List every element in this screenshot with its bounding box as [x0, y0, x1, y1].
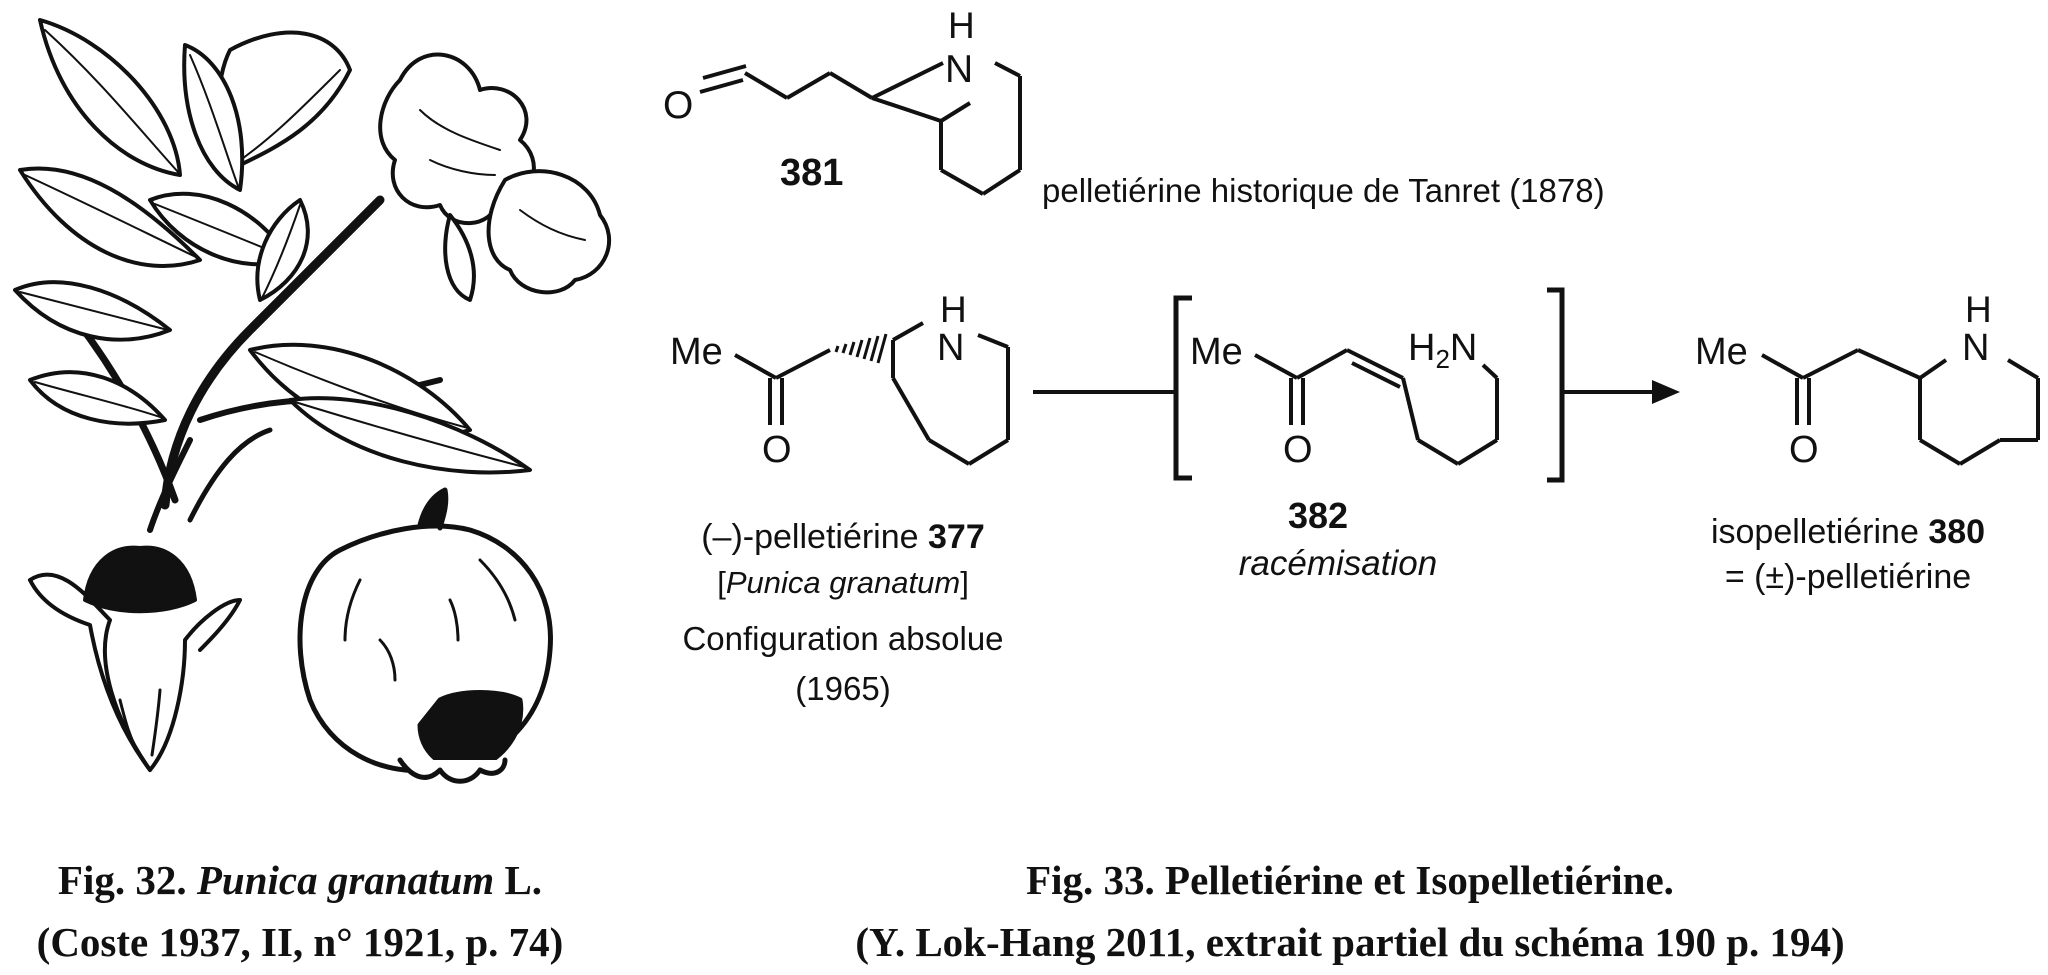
atom-me-382: Me — [1190, 331, 1243, 373]
atom-n-377: N — [937, 327, 964, 369]
structure-382 — [1254, 348, 1499, 466]
caption-377-line3: Configuration absolue — [682, 620, 1003, 657]
structure-380 — [1761, 348, 2040, 466]
fig32-title-prefix: Fig. 32. — [57, 857, 187, 903]
compound-number-377: 377 — [928, 518, 985, 556]
fig33-title: Fig. 33. Pelletiérine et Isopelletiérine… — [1026, 857, 1674, 903]
compound-number-382: 382 — [1288, 495, 1348, 536]
atom-o-381: O — [663, 84, 693, 127]
atom-o-382: O — [1283, 429, 1313, 471]
fig33-source: (Y. Lok-Hang 2011, extrait partiel du sc… — [855, 919, 1845, 965]
intermediate-brackets — [1173, 287, 1565, 483]
compound-number-381: 381 — [780, 152, 843, 194]
atom-me-380: Me — [1695, 331, 1748, 373]
caption-377-line4: (1965) — [795, 670, 890, 707]
structure-377 — [734, 321, 1010, 466]
atom-h2n-n: N — [1450, 327, 1477, 369]
atom-h-381: H — [948, 5, 975, 46]
fig32-title: Fig. 32. Punica granatum L. — [0, 856, 600, 904]
caption-377-line2: [Punica granatum] — [717, 565, 969, 600]
atom-h-380: H — [1965, 289, 1992, 330]
fig32-title-species: Punica granatum — [196, 857, 495, 903]
caption-380-prefix: isopelletiérine — [1711, 513, 1919, 551]
compound-number-380: 380 — [1928, 513, 1985, 551]
caption-377-bracket-close: ] — [960, 565, 969, 600]
caption-377-source: Punica granatum — [726, 565, 960, 600]
atom-n-381: N — [945, 48, 973, 91]
atom-n-380: N — [1962, 327, 1989, 369]
punica-granatum-illustration — [13, 18, 611, 784]
caption-377-bracket-open: [ — [717, 565, 726, 600]
hashed-wedge-377 — [834, 333, 888, 364]
atom-o-380: O — [1789, 429, 1819, 471]
atom-o-377: O — [762, 429, 792, 471]
atom-h2n-2: 2 — [1435, 344, 1449, 374]
fig32-source: (Coste 1937, II, n° 1921, p. 74) — [36, 919, 564, 965]
caption-381: pelletiérine historique de Tanret (1878) — [1042, 172, 1605, 209]
atom-h-377: H — [940, 289, 967, 330]
caption-377-prefix: (–)-pelletiérine — [701, 518, 918, 556]
caption-380-line1: isopelletiérine 380 — [1711, 513, 1985, 551]
fig32-title-suffix: L. — [504, 857, 543, 903]
label-racemisation: racémisation — [1239, 544, 1437, 583]
structure-381 — [699, 61, 1022, 196]
reaction-arrow — [1033, 380, 1680, 404]
atom-h2n-382: H2N — [1408, 327, 1477, 374]
atom-h2n-h: H — [1408, 327, 1435, 369]
caption-377-line1: (–)-pelletiérine 377 — [701, 518, 985, 556]
atom-me-377: Me — [670, 331, 723, 373]
caption-380-line2: = (±)-pelletiérine — [1725, 558, 1971, 596]
